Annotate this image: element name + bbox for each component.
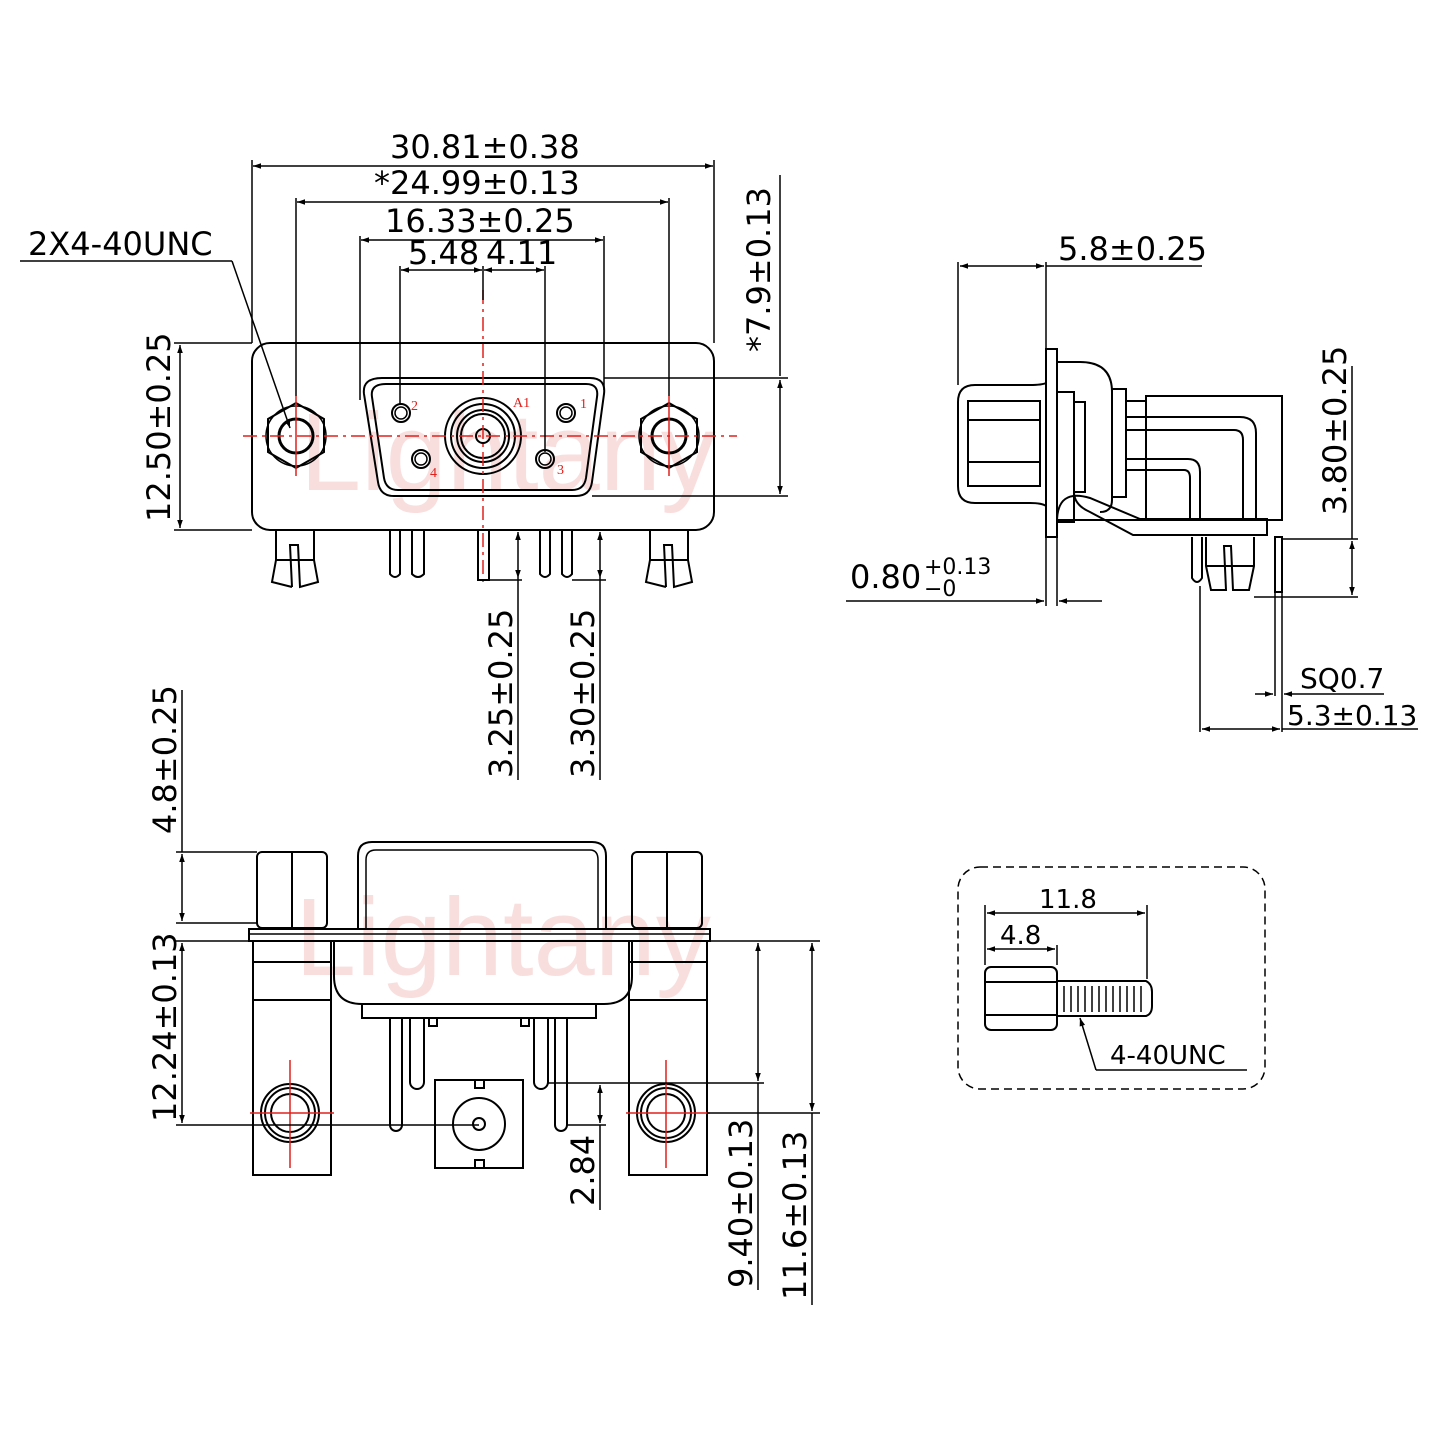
side-bracket (1056, 491, 1268, 536)
pin-label-1: 1 (580, 397, 587, 412)
dim-screw-hex-length: 4.8 (1000, 921, 1041, 951)
dim-overall-width: 30.81±0.38 (390, 128, 580, 166)
dim-hole-depth: 11.6±0.13 (776, 1131, 814, 1300)
pin-2 (391, 403, 411, 423)
dim-pin-size: SQ0.7 (1300, 662, 1384, 695)
screw-thread (1057, 980, 1153, 1017)
dim-flange-height: 12.50±0.25 (140, 332, 178, 522)
dim-row1-depth: 9.40±0.13 (722, 1119, 760, 1288)
front-view: A1 1 2 3 4 (20, 128, 788, 780)
dim-shell-width: 16.33±0.25 (385, 202, 575, 240)
dim-row-spacing: 2.84 (564, 1135, 602, 1206)
dim-flange-thickness: 0.80 (850, 558, 921, 596)
d-shell-inner (370, 383, 599, 491)
side-flange (1045, 348, 1058, 538)
dim-mount-hole-spacing: *24.99±0.13 (374, 164, 580, 202)
boardlock-right (644, 530, 694, 589)
screw-detail: 11.8 4.8 4-40UNC (957, 866, 1266, 1090)
pin-label-2: 2 (411, 399, 418, 414)
boardlock-right-bottom (628, 940, 708, 1176)
dim-pin-length-b: 3.30±0.25 (564, 609, 602, 778)
dim-pitch-right: 4.11 (486, 234, 557, 272)
dim-screw-length: 11.8 (1039, 885, 1097, 915)
dim-flange-tol-upper: +0.13 (924, 555, 991, 580)
boardlock-left (270, 530, 320, 589)
dim-nut-height: 4.8±0.25 (146, 685, 184, 834)
boardlock-left-bottom (252, 940, 332, 1176)
bottom-shell-top (357, 841, 607, 929)
pin-label-4: 4 (430, 466, 437, 481)
dim-pin-length-a: 3.25±0.25 (482, 609, 520, 778)
pin-1 (556, 403, 576, 423)
watermark-top: Lightany (300, 391, 716, 514)
screw-detail-frame (957, 866, 1266, 1090)
dim-tail-height: 3.80±0.25 (1316, 346, 1354, 515)
dim-pitch-left: 5.48 (408, 234, 479, 272)
dim-flange-tol-lower: −0 (924, 577, 956, 602)
pin-label-3: 3 (557, 463, 564, 478)
coax-block (434, 1079, 524, 1169)
watermark-bottom: Lightany (295, 876, 711, 999)
side-nut (957, 382, 1047, 507)
dim-shell-height: *7.9±0.13 (740, 187, 778, 352)
dim-board-depth: 12.24±0.13 (146, 932, 184, 1122)
pin-label-a1: A1 (513, 396, 530, 411)
dim-pin-offset: 5.3±0.13 (1287, 699, 1417, 732)
screw-hex-head (984, 966, 1058, 1031)
bottom-view: 4.8±0.25 12.24±0.13 2.84 9.40±0.13 11.6±… (146, 685, 820, 1305)
callout-4-40unc: 4-40UNC (1110, 1041, 1226, 1071)
callout-2x4-40unc: 2X4-40UNC (28, 225, 213, 263)
pin-4 (411, 449, 431, 469)
bottom-flange-plate (248, 928, 711, 942)
dim-depth: 5.8±0.25 (1058, 230, 1207, 268)
side-view: 5.8±0.25 0.80 +0.13 −0 3.80±0.25 SQ0.7 5… (846, 230, 1418, 732)
